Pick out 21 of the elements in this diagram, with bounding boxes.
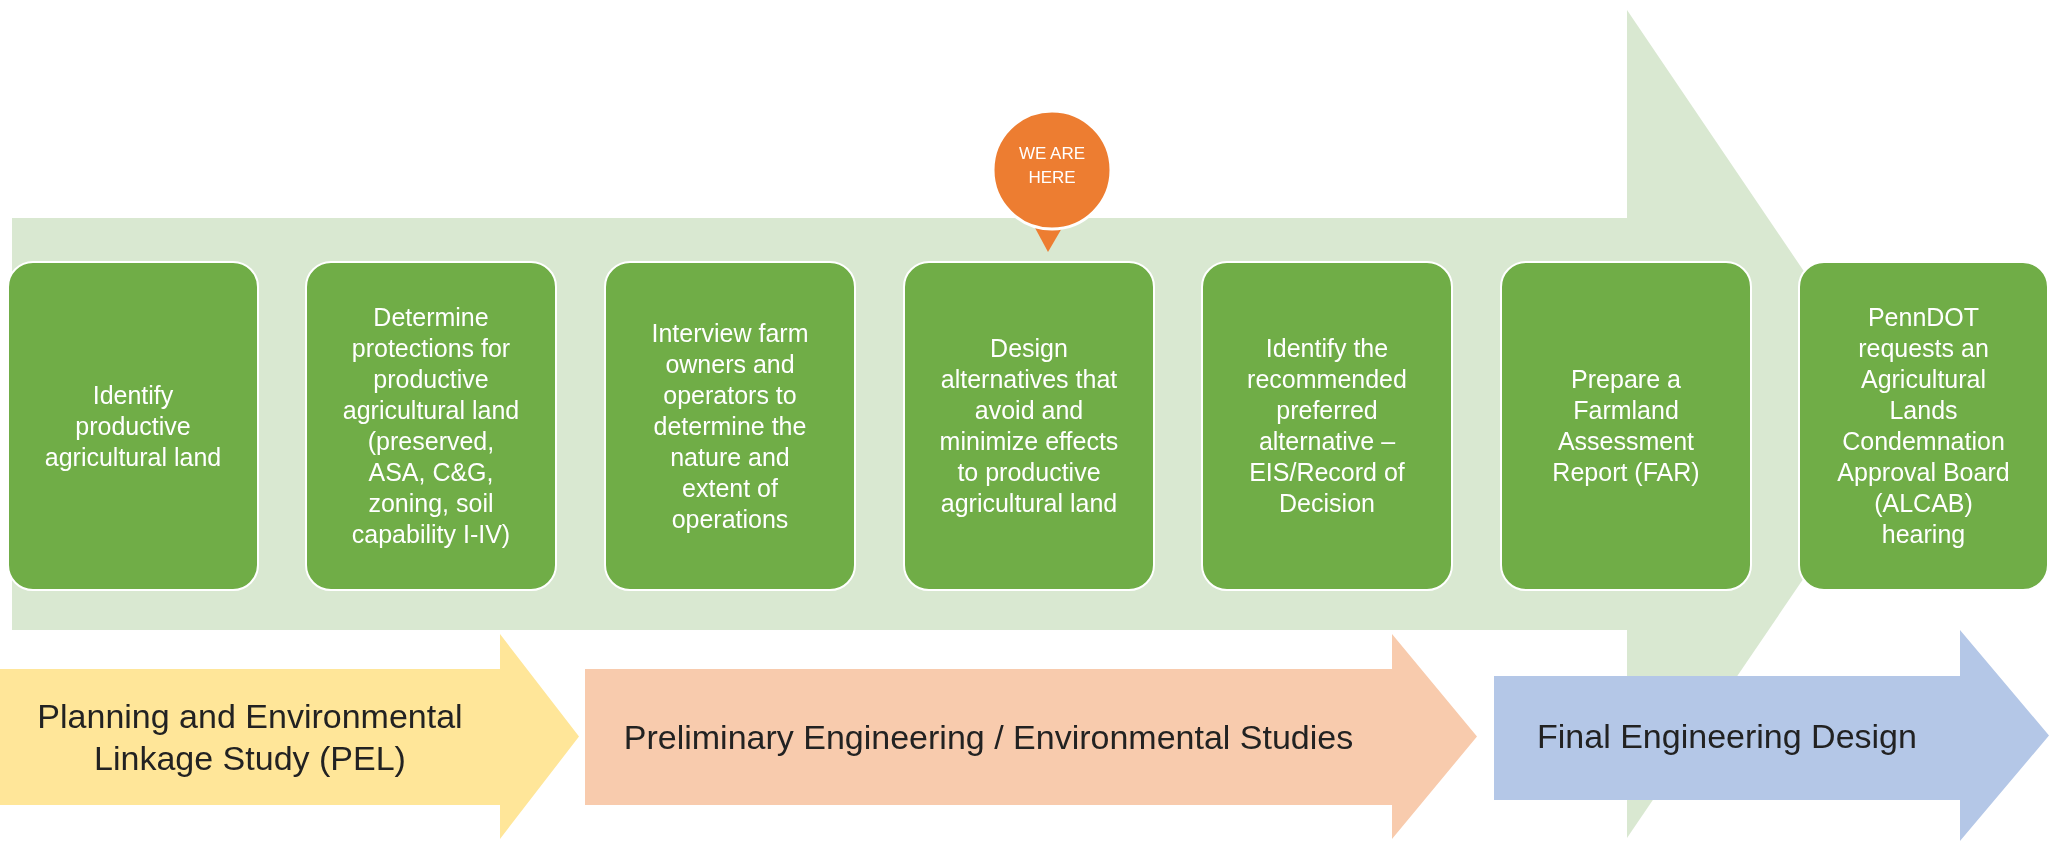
phase-label: Planning and Environmental Linkage Study (PEL)	[36, 695, 464, 779]
callout-text: WE ARE HERE	[1017, 143, 1087, 189]
phase-banner	[0, 634, 579, 839]
phase-label: Final Engineering Design	[1537, 715, 1917, 757]
process-box	[7, 261, 259, 591]
step-text: Determine protections for productive agricultural land (preserved, ASA, C&G, zoning, soil capability I-IV)	[341, 302, 521, 550]
process-box	[1201, 261, 1453, 591]
phase-banner	[1494, 630, 2049, 841]
phase-banner	[585, 634, 1477, 839]
process-box	[604, 261, 856, 591]
process-box	[1798, 261, 2049, 591]
step-text: Prepare a Farmland Assessment Report (FAR)	[1551, 364, 1701, 488]
process-box	[903, 261, 1155, 591]
process-box	[1500, 261, 1752, 591]
process-box	[305, 261, 557, 591]
step-text: Interview farm owners and operators to determine the nature and extent of operations	[650, 317, 810, 535]
step-text: Identify the recommended preferred alternative – EIS/Record of Decision	[1246, 333, 1408, 519]
step-text: PennDOT requests an Agricultural Lands Condemnation Approval Board (ALCAB) hearing	[1836, 302, 2011, 550]
step-text: Design alternatives that avoid and minimize effects to productive agricultural land	[938, 333, 1120, 519]
phase-label: Preliminary Engineering / Environmental Studies	[623, 716, 1354, 758]
step-text: Identify productive agricultural land	[43, 379, 223, 473]
